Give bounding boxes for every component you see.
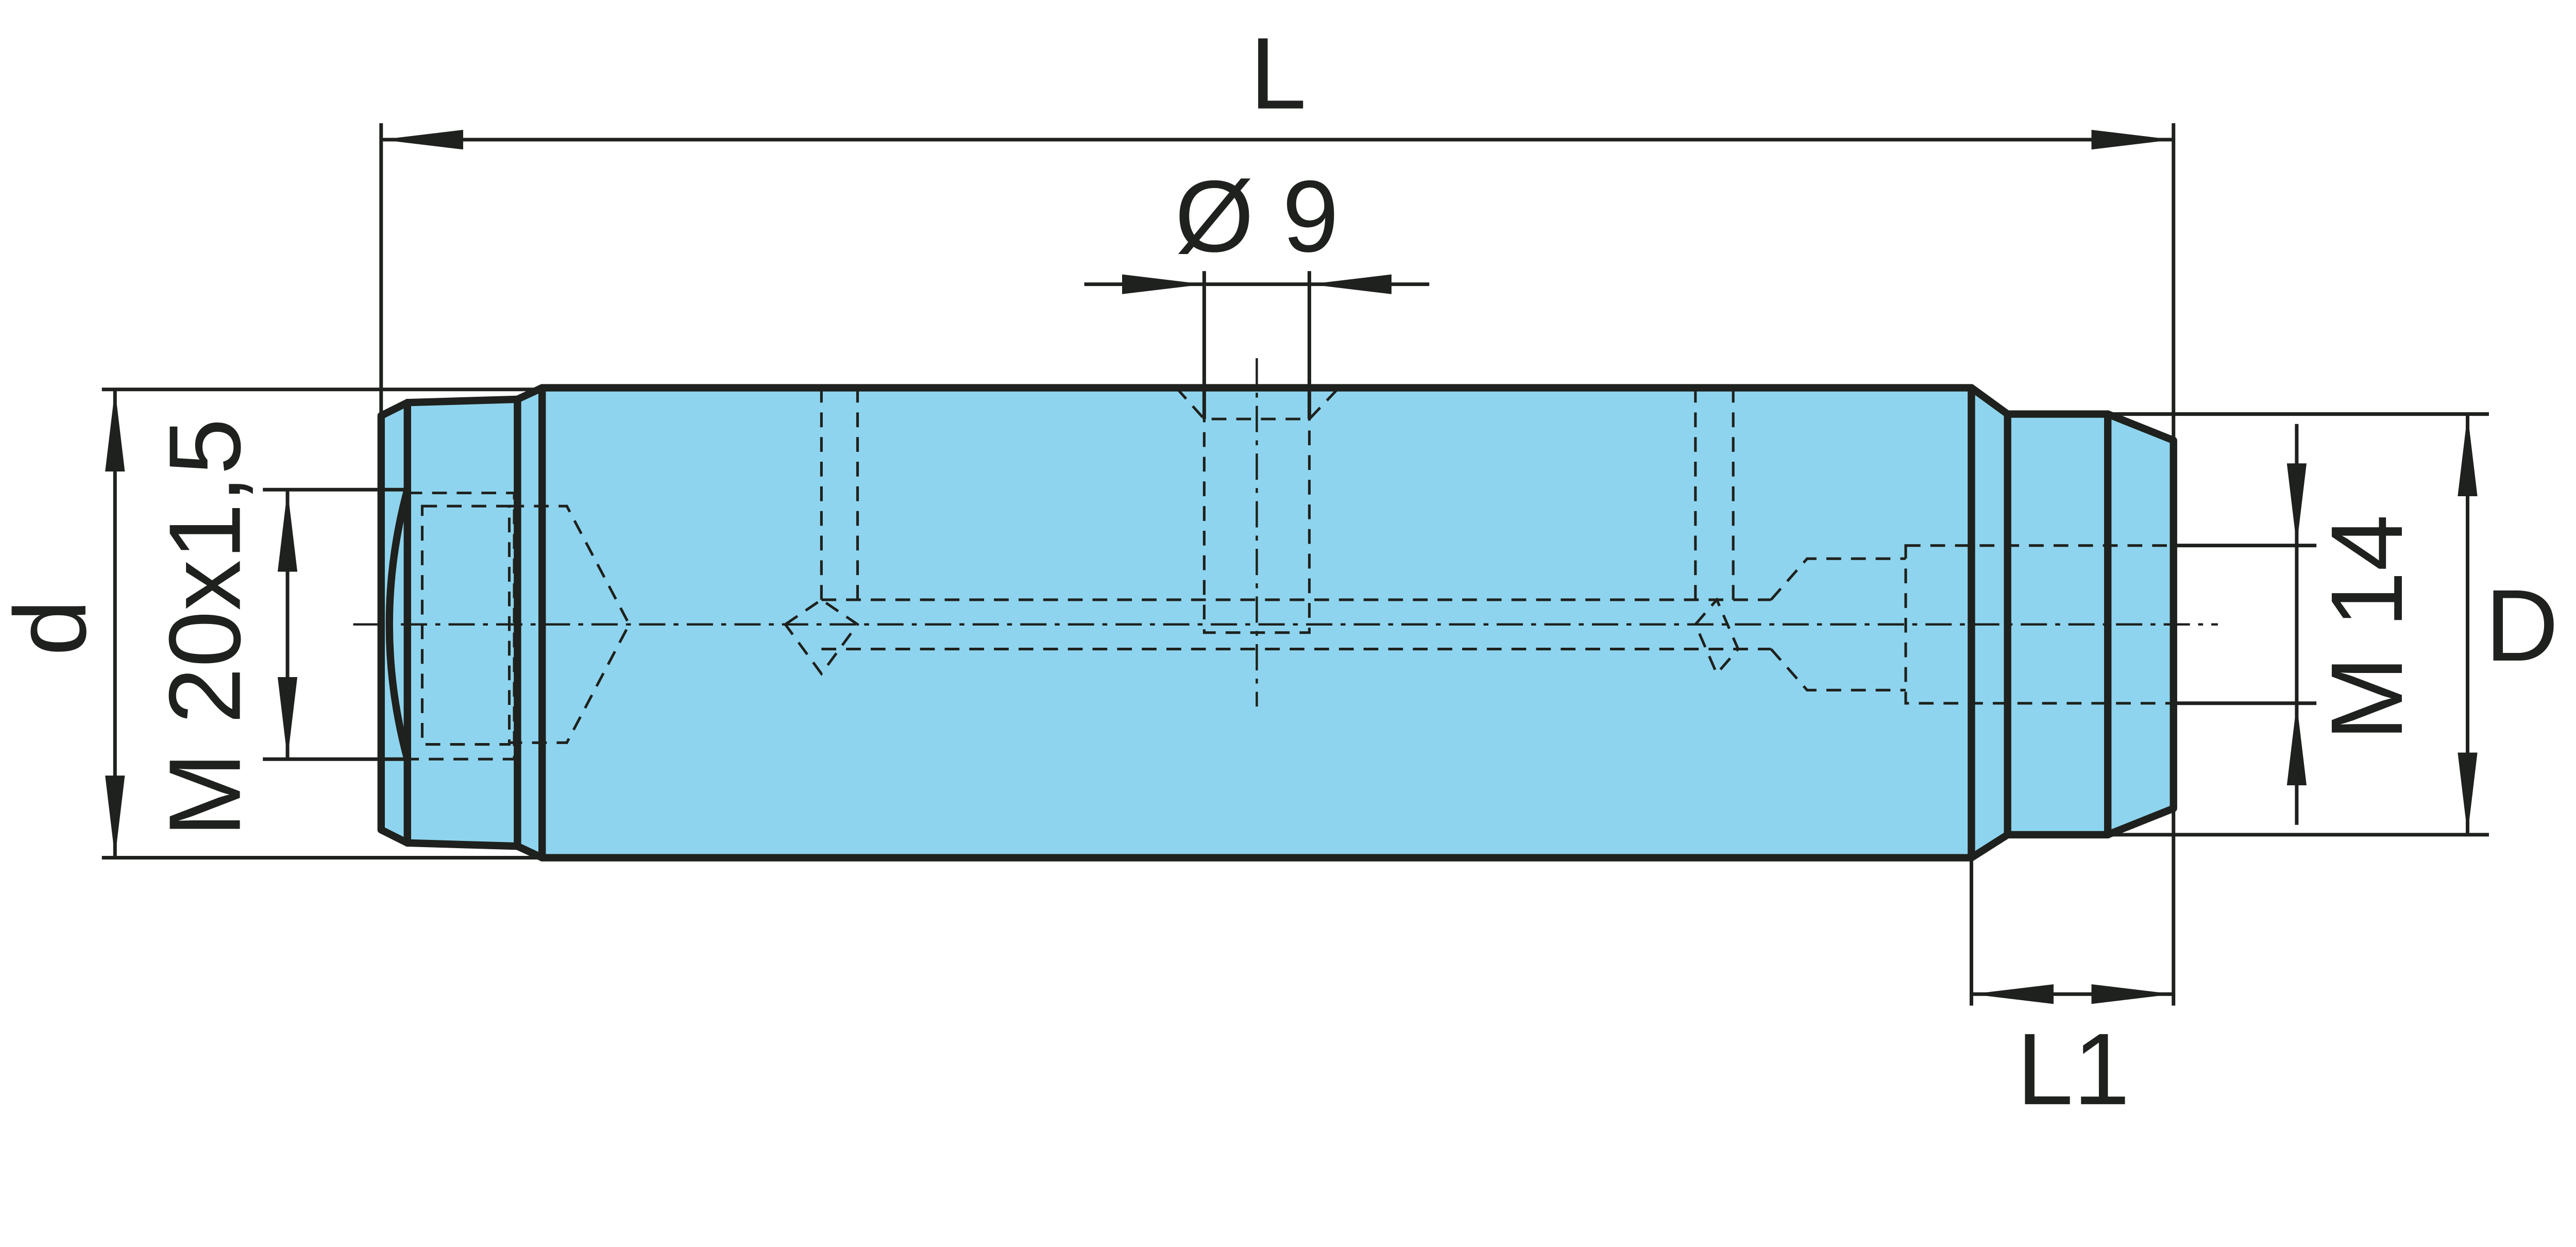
technical-drawing: L Ø 9 d M 20x1,5 M 14 D L1 [0, 16, 2558, 1126]
right-chamfer [1968, 384, 2011, 862]
drawing-canvas: L Ø 9 d M 20x1,5 M 14 D L1 [0, 16, 2558, 1126]
centerlines [353, 358, 2218, 707]
length-label: L [1250, 16, 1307, 130]
right-thread-label: M 14 [2310, 514, 2424, 740]
left-thread-label: M 20x1,5 [148, 418, 262, 837]
dimension-lines [101, 123, 2489, 1006]
left-thread-section [403, 395, 521, 850]
body-diameter-label: d [0, 599, 107, 656]
end-length-label: L1 [2016, 1012, 2130, 1126]
hole-diameter-label: Ø 9 [1175, 159, 1339, 273]
end-diameter-label: D [2485, 568, 2558, 682]
left-end-chamfer [377, 399, 411, 847]
